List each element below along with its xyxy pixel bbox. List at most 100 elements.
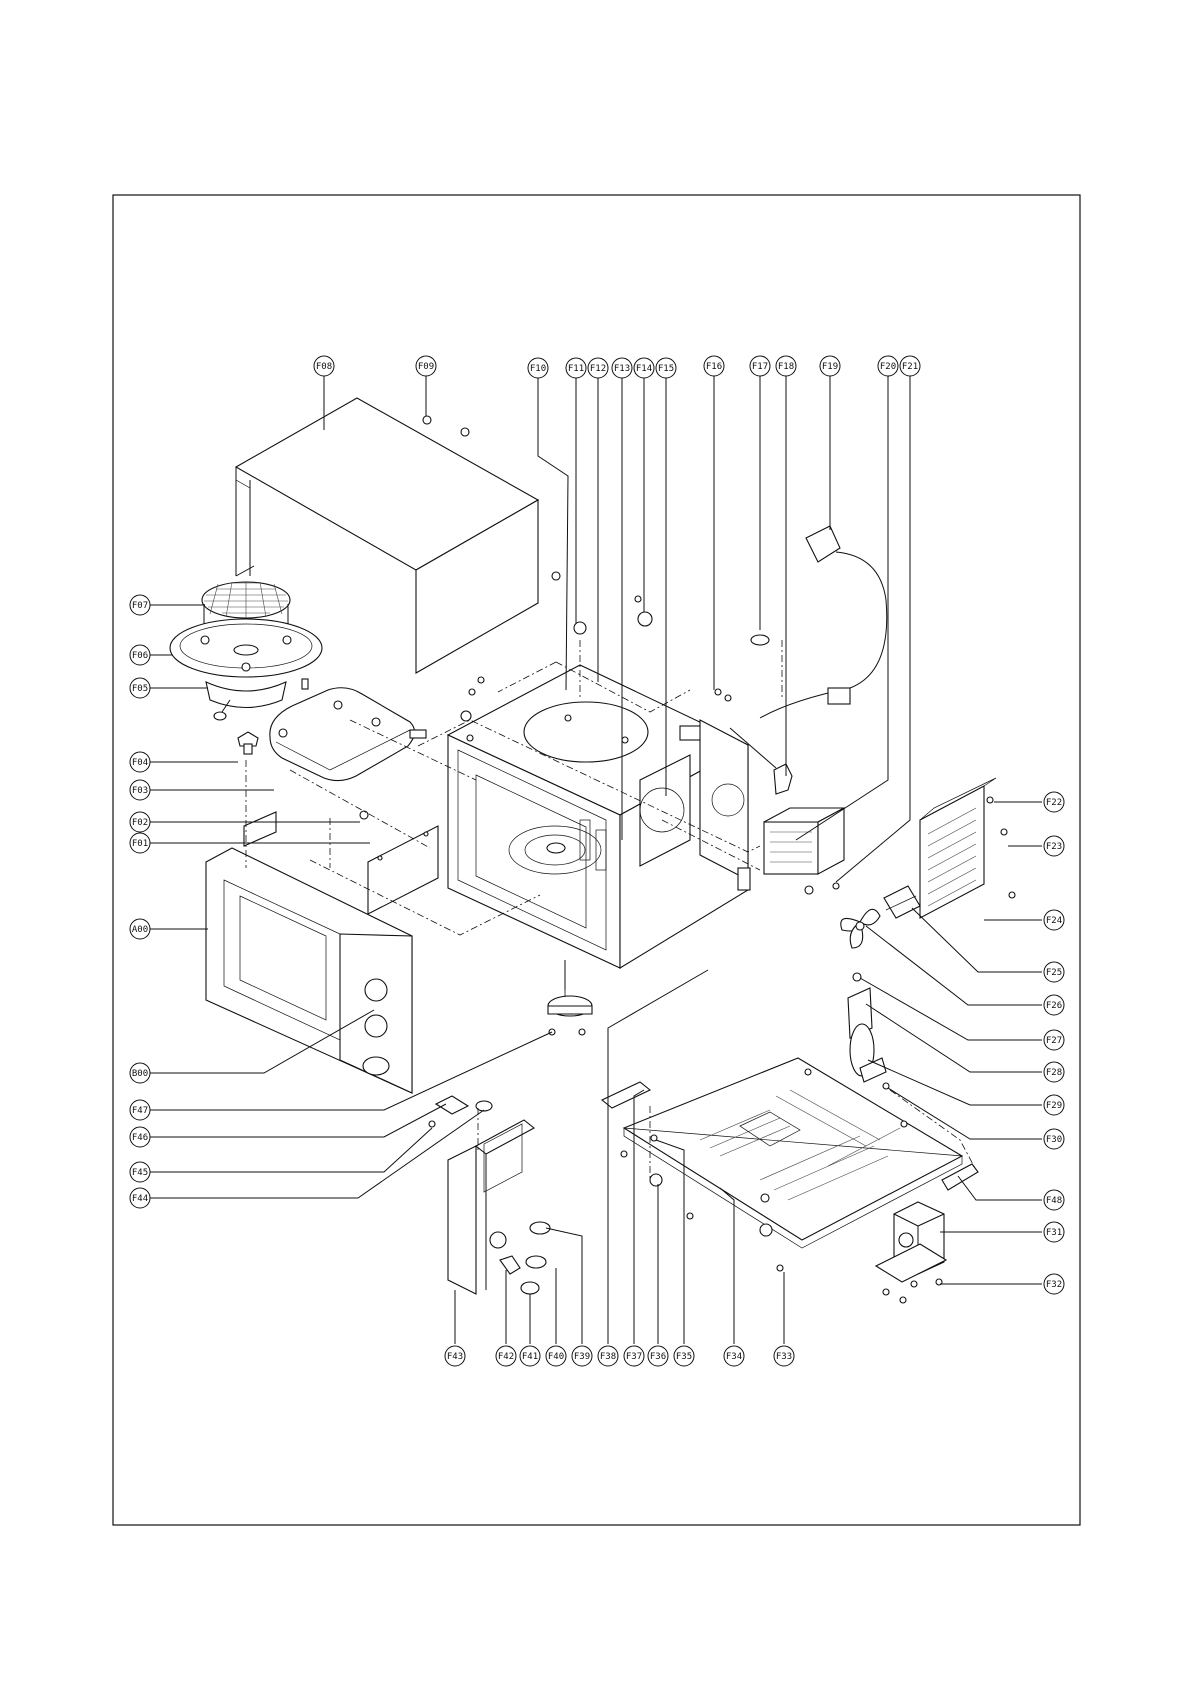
callout-f40: F40 [546, 1346, 566, 1366]
callout-text: F24 [1046, 916, 1062, 926]
callout-text: F26 [1046, 1001, 1062, 1011]
callout-text: F44 [132, 1194, 148, 1204]
callout-f33: F33 [774, 1346, 794, 1366]
callout-f04: F04 [130, 752, 150, 772]
fan-motor [884, 886, 920, 918]
latch-clip [238, 732, 258, 754]
callout-text: F15 [658, 364, 674, 374]
callout-f15: F15 [656, 358, 676, 378]
callout-text: F16 [706, 362, 722, 372]
callout-f48: F48 [1044, 1190, 1064, 1210]
callout-text: F37 [626, 1352, 642, 1362]
door-sensor [942, 1164, 978, 1190]
callout-text: F19 [822, 362, 838, 372]
latch-board [448, 1120, 550, 1294]
high-voltage-transformer [876, 1202, 946, 1303]
callout-text: F29 [1046, 1101, 1062, 1111]
callout-text: F45 [132, 1168, 148, 1178]
callout-f09: F09 [416, 356, 436, 376]
callout-f03: F03 [130, 780, 150, 800]
callout-f20: F20 [878, 356, 898, 376]
door-assembly [206, 812, 412, 1093]
callout-f08: F08 [314, 356, 334, 376]
callout-f32: F32 [1044, 1274, 1064, 1294]
callout-text: F02 [132, 818, 148, 828]
callout-text: F43 [447, 1352, 463, 1362]
callout-text: F18 [778, 362, 794, 372]
callout-text: F36 [650, 1352, 666, 1362]
rear-cover [920, 778, 1015, 918]
callout-f07: F07 [130, 595, 150, 615]
callout-text: F30 [1046, 1135, 1062, 1145]
callout-text: F47 [132, 1106, 148, 1116]
callout-a00: A00 [130, 919, 150, 939]
callout-text: F34 [726, 1352, 742, 1362]
callout-text: F01 [132, 839, 148, 849]
callout-text: F41 [522, 1352, 538, 1362]
callout-f16: F16 [704, 356, 724, 376]
callout-text: F08 [316, 362, 332, 372]
callout-f19: F19 [820, 356, 840, 376]
callout-text: F06 [132, 651, 148, 661]
callout-f22: F22 [1044, 792, 1064, 812]
callout-text: F46 [132, 1133, 148, 1143]
waveguide-cover [270, 688, 426, 781]
callout-text: F27 [1046, 1036, 1062, 1046]
roller-ring [170, 619, 322, 677]
callout-text: B00 [132, 1069, 148, 1079]
callout-f17: F17 [750, 356, 770, 376]
callout-text: A00 [132, 925, 148, 935]
callout-text: F20 [880, 362, 896, 372]
callout-text: F12 [590, 364, 606, 374]
callout-f34: F34 [724, 1346, 744, 1366]
callout-text: F25 [1046, 968, 1062, 978]
callout-f14: F14 [634, 358, 654, 378]
callout-text: F23 [1046, 842, 1062, 852]
power-cord [760, 526, 887, 718]
callout-f38: F38 [598, 1346, 618, 1366]
callout-text: F35 [676, 1352, 692, 1362]
callout-f25: F25 [1044, 962, 1064, 982]
callout-f35: F35 [674, 1346, 694, 1366]
callout-f23: F23 [1044, 836, 1064, 856]
callout-text: F39 [574, 1352, 590, 1362]
callout-text: F33 [776, 1352, 792, 1362]
callout-text: F42 [498, 1352, 514, 1362]
callout-f12: F12 [588, 358, 608, 378]
callout-f28: F28 [1044, 1062, 1064, 1082]
turntable-motor [548, 960, 592, 1035]
callout-text: F38 [600, 1352, 616, 1362]
mica-plate [360, 811, 438, 914]
callout-f36: F36 [648, 1346, 668, 1366]
callout-text: F14 [636, 364, 652, 374]
callout-f31: F31 [1044, 1222, 1064, 1242]
callout-f11: F11 [566, 358, 586, 378]
callout-f42: F42 [496, 1346, 516, 1366]
callout-f41: F41 [520, 1346, 540, 1366]
callout-text: F40 [548, 1352, 564, 1362]
callout-text: F21 [902, 362, 918, 372]
callout-f10: F10 [528, 358, 548, 378]
callout-text: F13 [614, 364, 630, 374]
callout-text: F48 [1046, 1196, 1062, 1206]
callout-text: F11 [568, 364, 584, 374]
callout-text: F28 [1046, 1068, 1062, 1078]
callout-text: F10 [530, 364, 546, 374]
callout-f01: F01 [130, 833, 150, 853]
callout-f21: F21 [900, 356, 920, 376]
callout-f13: F13 [612, 358, 632, 378]
callout-f37: F37 [624, 1346, 644, 1366]
callout-f27: F27 [1044, 1030, 1064, 1050]
callout-f06: F06 [130, 645, 150, 665]
callout-f02: F02 [130, 812, 150, 832]
callout-text: F22 [1046, 798, 1062, 808]
callout-text: F05 [132, 684, 148, 694]
callout-f45: F45 [130, 1162, 150, 1182]
callout-f29: F29 [1044, 1095, 1064, 1115]
callout-f44: F44 [130, 1188, 150, 1208]
callout-text: F09 [418, 362, 434, 372]
callout-f18: F18 [776, 356, 796, 376]
callout-f39: F39 [572, 1346, 592, 1366]
callout-f43: F43 [445, 1346, 465, 1366]
